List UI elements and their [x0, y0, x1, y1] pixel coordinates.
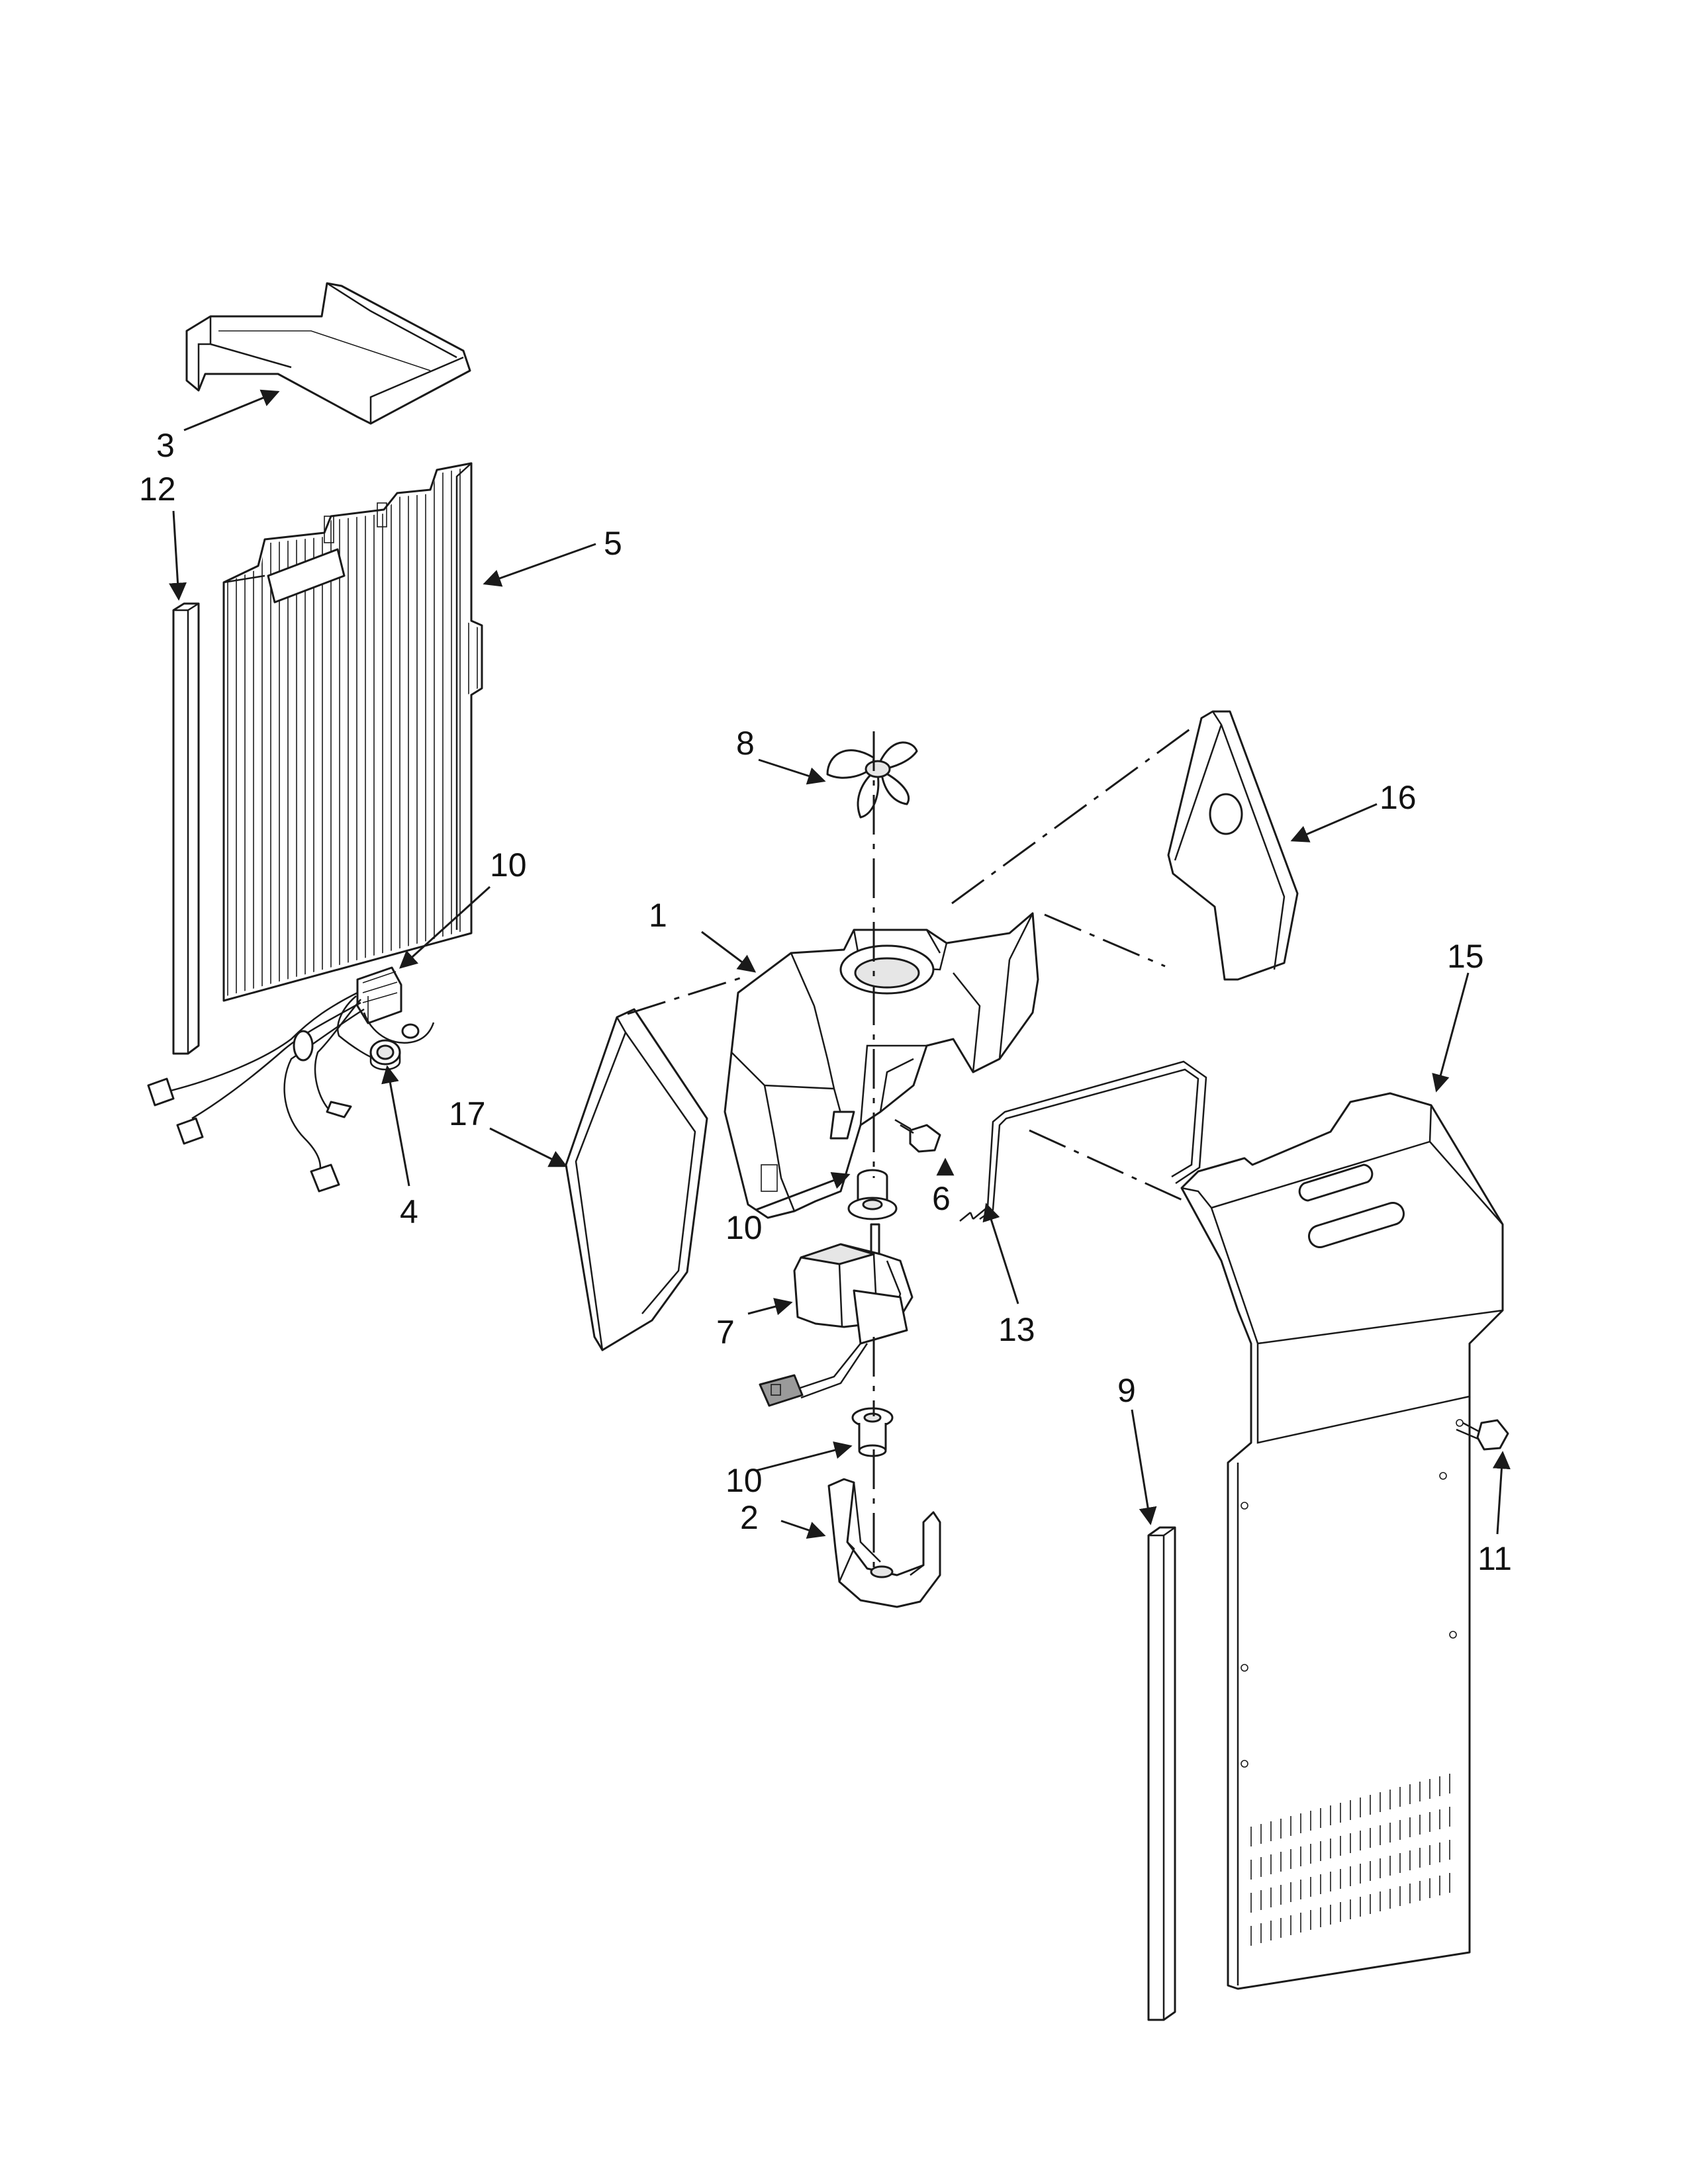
- callout-9: 9: [1117, 1372, 1136, 1409]
- callout-3: 3: [156, 427, 175, 464]
- callout-5: 5: [604, 525, 622, 562]
- part-17-left-baffle: [565, 1008, 708, 1351]
- callout-17: 17: [449, 1095, 486, 1132]
- part-6-screw: [894, 1118, 941, 1153]
- part-16-right-baffle: [1167, 710, 1299, 981]
- callout-2: 2: [740, 1499, 759, 1536]
- callout-14: 12: [139, 471, 176, 508]
- callout-7: 7: [716, 1314, 735, 1351]
- vent-slots: [1250, 1774, 1450, 1946]
- alignment-lines: [627, 727, 1192, 1569]
- part-13-wire-bracket: [959, 1060, 1207, 1222]
- part-12-wire-harness: [147, 966, 435, 1193]
- part-5-ribbed-panel: [222, 462, 483, 1002]
- callout-6: 6: [932, 1180, 951, 1217]
- callout-16: 16: [1380, 779, 1417, 816]
- part-7-motor: [759, 1223, 914, 1407]
- callout-12: 10: [490, 846, 527, 884]
- callout-15: 15: [1447, 938, 1484, 975]
- callout-13: 13: [998, 1311, 1035, 1348]
- part-10-upper-bushing: [847, 1169, 898, 1220]
- part-1-fan-housing: [724, 912, 1039, 1219]
- callout-4: 4: [400, 1193, 418, 1230]
- callout-10-upper: 10: [726, 1209, 763, 1246]
- callout-11: 11: [1477, 1540, 1512, 1577]
- part-4-thermistor: [369, 1039, 401, 1071]
- callout-1: 1: [649, 897, 667, 934]
- callout-10-lower: 10: [726, 1462, 763, 1499]
- part-2-motor-bracket: [827, 1478, 941, 1608]
- part-14-gasket-strip: [172, 602, 200, 1055]
- callout-leaders: [169, 389, 1511, 1539]
- callout-8: 8: [736, 725, 755, 762]
- part-8-fan-blade: [826, 741, 918, 819]
- part-11-screw: [1456, 1419, 1509, 1451]
- part-3-top-cover: [185, 282, 471, 425]
- part-9-gasket-strip: [1147, 1526, 1176, 2021]
- callout-labels: 3 12 5 10 4 1 8 17 6 10 7 13 10 2 16 15 …: [139, 427, 1512, 1577]
- part-10-lower-bushing: [851, 1407, 894, 1457]
- part-15-rear-panel: [1180, 1092, 1504, 1990]
